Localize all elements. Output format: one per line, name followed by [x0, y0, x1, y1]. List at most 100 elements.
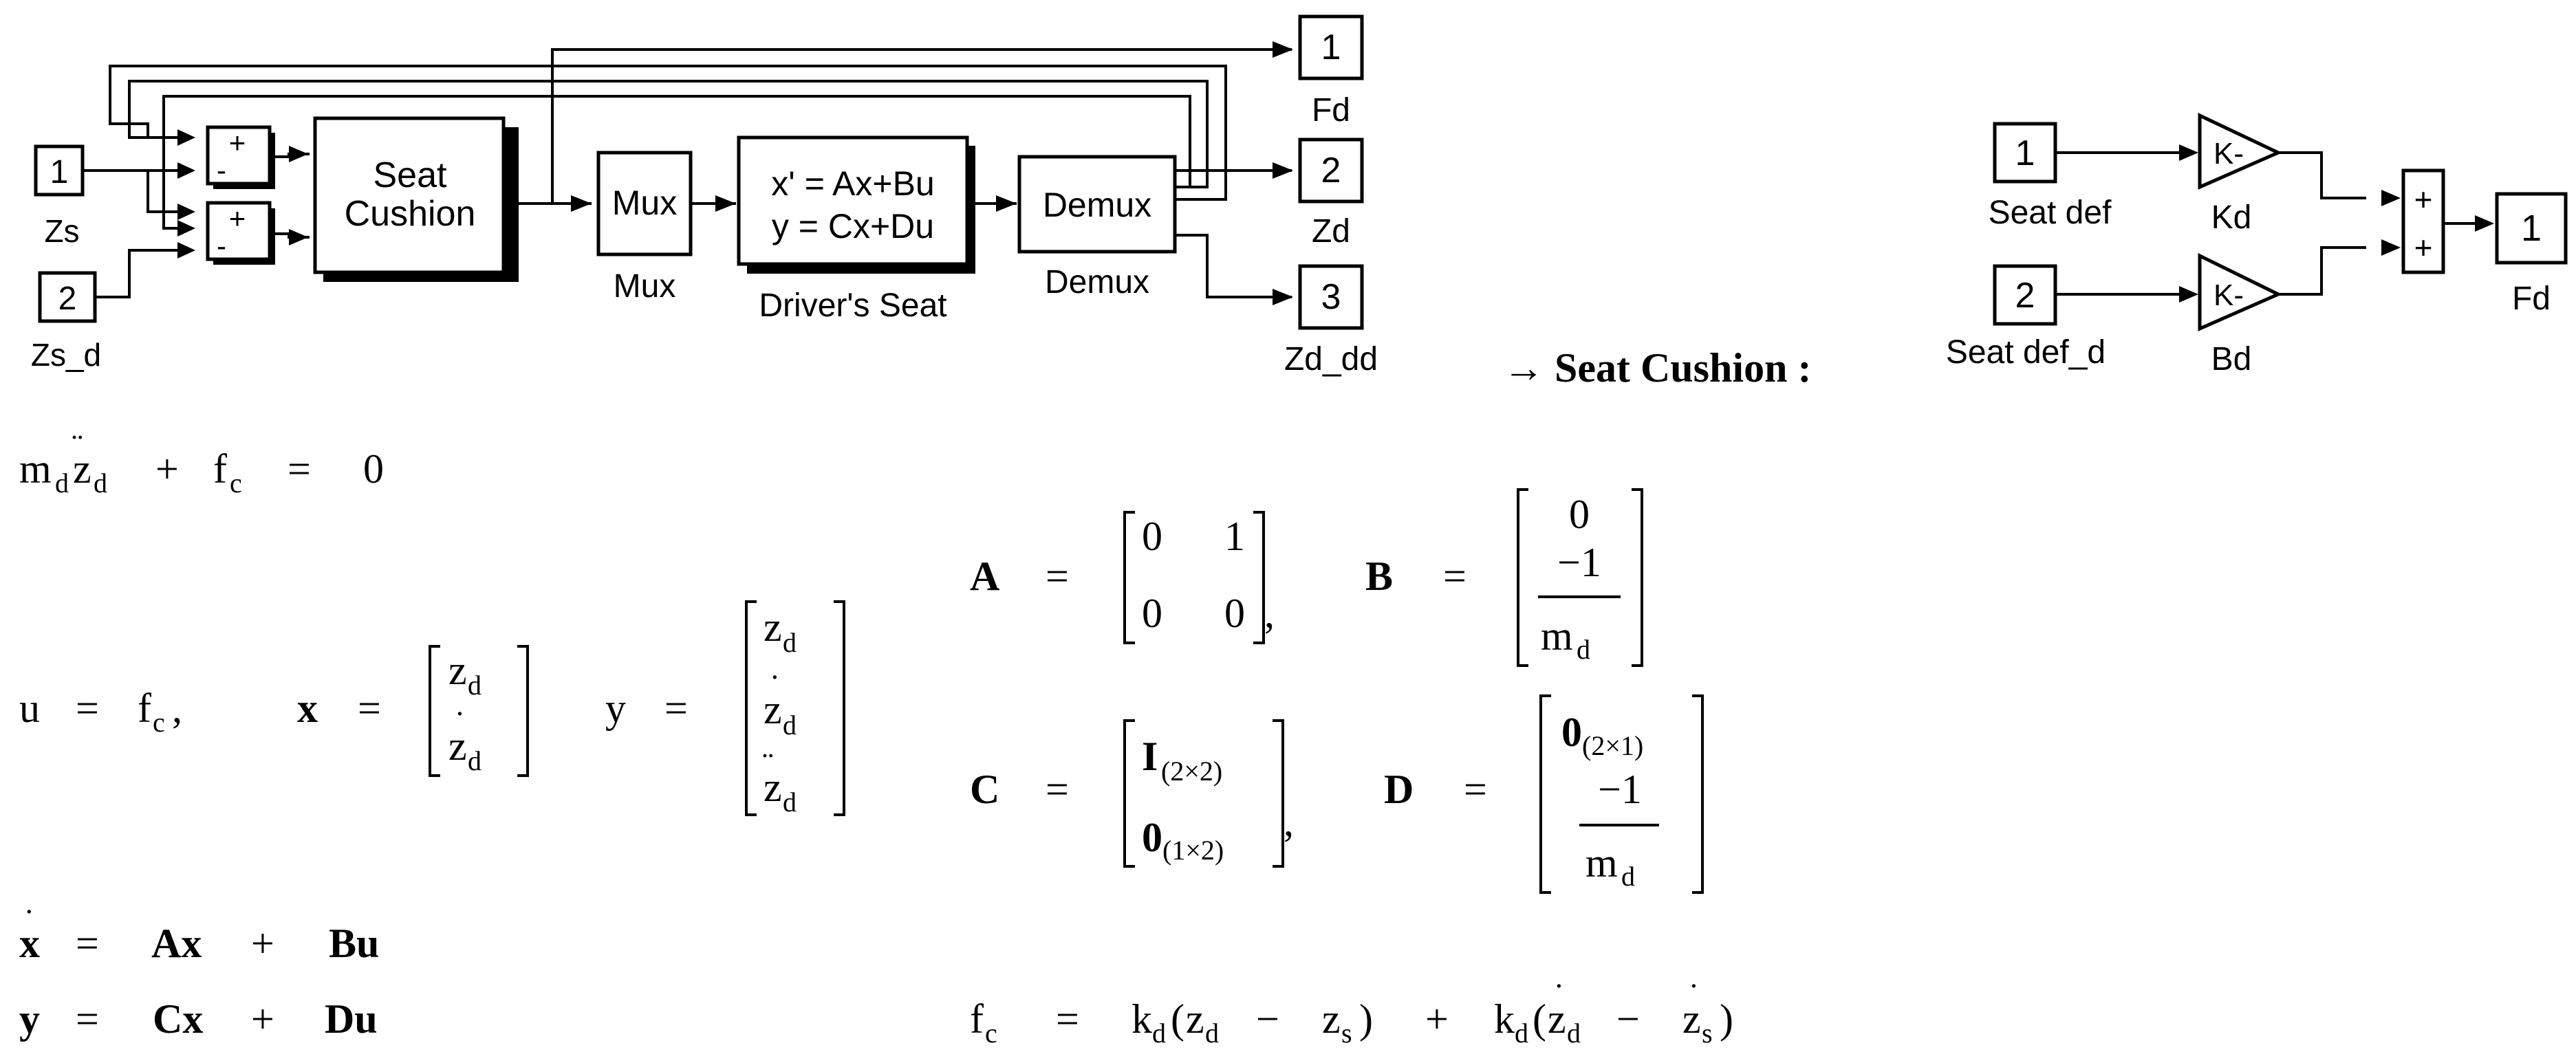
svg-text:=: =: [1443, 554, 1466, 599]
sum2-sign-plus: +: [229, 202, 246, 234]
svg-text:0: 0: [1569, 492, 1590, 537]
outport-zd[interactable]: [1298, 138, 1364, 204]
equation-cushion-force: f c = k d ( z d − z s ) + k d ( z ˙ d − …: [970, 976, 1733, 1049]
driver-model-blocks: 1 Zs 2 Zs_d + - + - Seat Cushion Mux Mux…: [31, 14, 1378, 377]
svg-text:+: +: [251, 921, 274, 966]
svg-text:k: k: [1494, 996, 1515, 1042]
inport-zs-label: Zs: [44, 213, 79, 249]
svg-text:f: f: [138, 686, 151, 731]
state-space-label: Driver's Seat: [759, 287, 946, 324]
seat-cushion-line2: Cushion: [345, 194, 476, 234]
wire-zsd-sum2: [95, 249, 177, 298]
cushion-sum-block[interactable]: [2401, 168, 2445, 274]
arrowhead: [715, 195, 736, 212]
sum2-sign-minus: -: [217, 230, 226, 262]
inport-seat-def-d-label: Seat def_d: [1946, 334, 2106, 371]
svg-text:,: ,: [1284, 799, 1294, 844]
sum-block-1[interactable]: [206, 125, 272, 186]
demux-block[interactable]: [1017, 155, 1177, 254]
svg-text:d: d: [783, 627, 797, 658]
equation-state-definitions: u = f c , x = z d z ˙ d y = z d z ˙ d z: [19, 600, 845, 818]
svg-text:k: k: [1132, 996, 1152, 1042]
inport-seat-def-d[interactable]: [1993, 264, 2057, 326]
arrowhead: [1273, 289, 1293, 305]
mux-block[interactable]: [596, 151, 693, 256]
inport-zsd-number: 2: [58, 281, 77, 317]
svg-text:d: d: [1621, 861, 1635, 892]
arrowhead: [177, 220, 195, 237]
sum1-sign-minus: -: [217, 154, 226, 186]
demux-label: Demux: [1045, 264, 1149, 300]
svg-text:d: d: [1152, 1018, 1166, 1049]
inport-zsd[interactable]: [38, 271, 97, 323]
svg-text:0: 0: [1142, 591, 1162, 636]
svg-text:d: d: [1567, 1018, 1581, 1049]
svg-text:+: +: [1425, 996, 1449, 1042]
svg-text:z: z: [764, 604, 782, 650]
gain-bd-label: Bd: [2211, 341, 2252, 377]
svg-text:s: s: [1341, 1018, 1352, 1049]
svg-text:d: d: [1577, 634, 1590, 665]
svg-text:f: f: [970, 996, 984, 1042]
seat-cushion-heading: → Seat Cushion :: [1503, 345, 1811, 391]
demux-block-text: Demux: [1043, 186, 1151, 224]
svg-text:,: ,: [1264, 591, 1275, 636]
arrowhead: [177, 129, 195, 146]
svg-text:=: =: [1056, 996, 1079, 1042]
svg-text:+: +: [251, 996, 274, 1042]
arrowhead: [571, 195, 592, 212]
cushion-outport-fd[interactable]: [2495, 192, 2568, 265]
equation-matrix-b: B = 0 −1 m d: [1365, 488, 1643, 667]
state-space-line2: y = Cx+Du: [772, 207, 934, 245]
svg-text:m: m: [1541, 613, 1573, 659]
svg-text:z: z: [1322, 996, 1341, 1042]
svg-text:¨: ¨: [72, 426, 83, 465]
wire-feedback-zd: [109, 65, 1227, 201]
gain-kd[interactable]: [2198, 113, 2283, 190]
cushion-outport-fd-number: 1: [2521, 208, 2542, 249]
inport-seat-def[interactable]: [1993, 122, 2057, 184]
svg-text:Cx: Cx: [153, 996, 203, 1042]
wire-feedback-outer: [128, 80, 1209, 188]
svg-text:x: x: [297, 686, 318, 731]
outport-zddd[interactable]: [1298, 264, 1364, 330]
arrowhead: [289, 229, 308, 245]
state-space-block[interactable]: [737, 135, 969, 266]
outport-fd[interactable]: [1298, 14, 1364, 80]
arrowhead: [2381, 239, 2401, 256]
svg-text:˙: ˙: [1688, 976, 1700, 1014]
seat-cushion-block[interactable]: [313, 116, 506, 274]
svg-text:z: z: [1682, 996, 1701, 1042]
driver-model-arrowheads: [177, 41, 1293, 305]
svg-text:): ): [1359, 996, 1373, 1042]
svg-text:d: d: [468, 670, 481, 701]
arrowhead: [289, 146, 308, 162]
inport-zs[interactable]: [34, 144, 85, 197]
wire-cushion-fd: [551, 48, 1292, 204]
svg-text:c: c: [230, 468, 242, 498]
svg-text:+: +: [155, 446, 179, 492]
arrowhead: [177, 204, 195, 220]
svg-text:Bu: Bu: [329, 921, 379, 966]
svg-text:=: =: [1046, 554, 1069, 599]
mux-label: Mux: [614, 268, 676, 305]
gain-bd[interactable]: [2198, 252, 2282, 331]
svg-text:˙: ˙: [769, 667, 781, 705]
equation-matrix-a: A = 0 1 0 0 ,: [970, 511, 1275, 644]
arrowhead: [2475, 215, 2494, 232]
svg-text:m: m: [19, 446, 52, 492]
svg-text:z: z: [764, 765, 782, 810]
svg-text:d: d: [94, 468, 107, 498]
svg-text:u: u: [19, 686, 40, 731]
svg-text:d: d: [783, 787, 797, 818]
svg-text:˙: ˙: [1553, 976, 1565, 1014]
outport-fd-label: Fd: [1312, 92, 1350, 129]
inport-zsd-label: Zs_d: [31, 337, 101, 373]
svg-text:˙: ˙: [23, 901, 35, 940]
wire-bd-sum: [2278, 246, 2366, 296]
svg-text:Du: Du: [325, 996, 378, 1042]
svg-text:c: c: [153, 707, 165, 738]
equation-state-space: x ˙ = Ax + Bu y = Cx + Du: [19, 901, 379, 1042]
sum-block-2[interactable]: [206, 201, 272, 261]
svg-text:=: =: [76, 996, 99, 1042]
